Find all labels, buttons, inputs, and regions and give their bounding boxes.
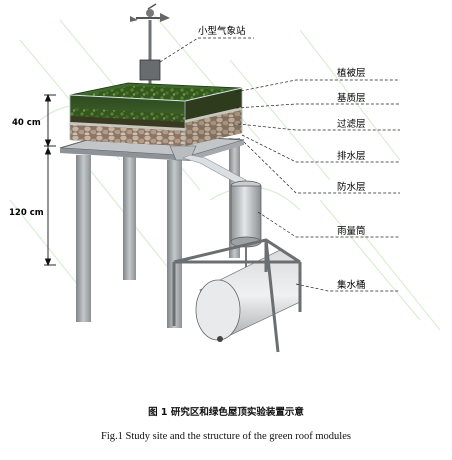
callout-lines <box>159 37 400 292</box>
label-drainage: 排水层 <box>337 150 366 162</box>
dimension-upper: 40 cm <box>12 118 41 128</box>
caption-english: Fig.1 Study site and the structure of th… <box>101 431 351 442</box>
dimension-lower: 120 cm <box>9 208 44 218</box>
dimension-lines <box>44 93 56 267</box>
label-filter: 过滤层 <box>337 118 366 130</box>
label-waterproof: 防水层 <box>337 181 366 193</box>
label-weather-station: 小型气象站 <box>198 25 246 37</box>
label-vegetation: 植被层 <box>337 67 366 79</box>
label-rain-gauge: 雨量筒 <box>337 225 366 237</box>
weather-station <box>130 3 170 92</box>
drain-pipe <box>169 145 247 186</box>
green-roof-box <box>69 82 243 146</box>
collection-bucket <box>195 249 301 342</box>
label-substrate: 基质层 <box>337 92 366 104</box>
caption-chinese: 图 1 研究区和绿色屋顶实验装置示意 <box>148 407 304 418</box>
bucket-stand <box>172 238 302 353</box>
label-collection-bucket: 集水桶 <box>337 279 366 291</box>
